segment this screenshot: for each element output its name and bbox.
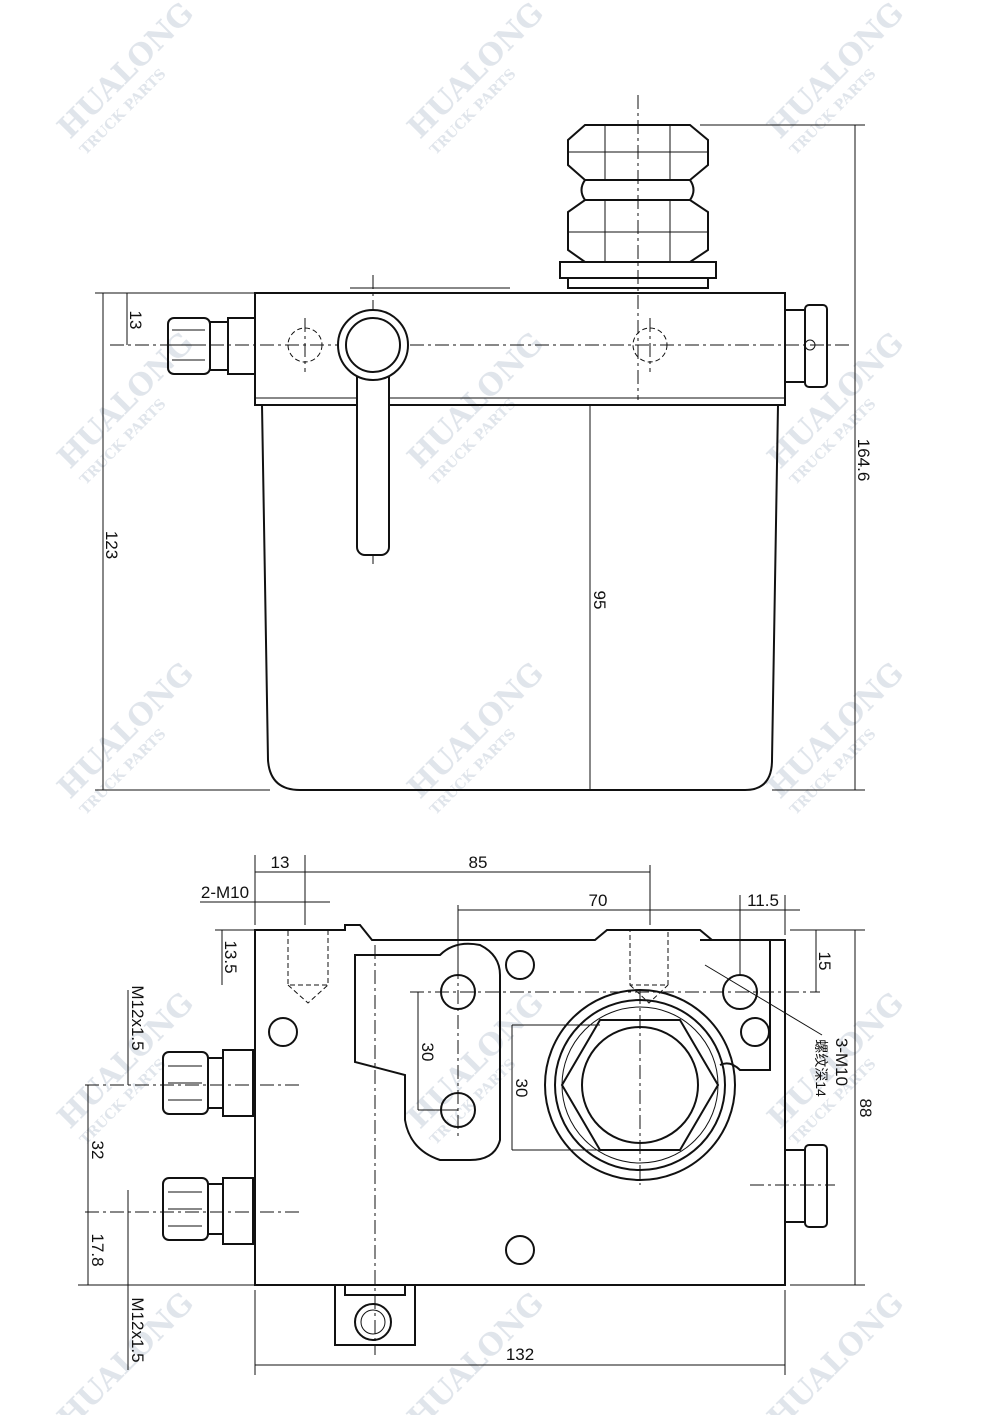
dim-left-offset: 13 bbox=[271, 853, 290, 872]
dim-inner-span: 70 bbox=[589, 891, 608, 910]
watermark-brand: HUALONG bbox=[761, 326, 911, 476]
dim-thread-label: 2-M10 bbox=[201, 883, 249, 902]
port-upper bbox=[162, 1049, 254, 1117]
dim-width: 132 bbox=[506, 1345, 534, 1364]
watermark-brand: HUALONG bbox=[51, 326, 201, 476]
top-dimensions: 13 123 95 164.6 bbox=[95, 124, 873, 791]
right-plug bbox=[784, 1144, 828, 1228]
dim-reservoir-height: 95 bbox=[590, 591, 609, 610]
dim-thread-depth: 13.5 bbox=[221, 940, 240, 973]
dim-top-offset: 15 bbox=[815, 952, 834, 971]
left-fitting bbox=[167, 317, 256, 375]
watermark-brand: HUALONG bbox=[401, 656, 551, 806]
watermark-brand: HUALONG bbox=[761, 0, 911, 146]
dim-port-spacing: 32 bbox=[88, 1141, 107, 1160]
dim-right-offset: 11.5 bbox=[747, 891, 779, 910]
watermark-brand: HUALONG bbox=[401, 326, 551, 476]
dim-hex-pitch: 30 bbox=[512, 1079, 531, 1098]
dim-total-height: 164.6 bbox=[854, 439, 873, 482]
dim-hole-pitch: 30 bbox=[418, 1043, 437, 1062]
dim-body-height: 123 bbox=[102, 531, 121, 559]
dim-fitting-offset: 13 bbox=[126, 311, 145, 330]
dim-hole-span: 85 bbox=[469, 853, 488, 872]
bottom-dimensions: 13 85 2-M10 70 11.5 13.5 15 M12x1.5 M12x… bbox=[78, 853, 875, 1375]
dim-depth: 88 bbox=[856, 1099, 875, 1118]
dim-port-upper: M12x1.5 bbox=[128, 985, 147, 1050]
watermark-brand: HUALONG bbox=[51, 656, 201, 806]
valve-block-outline bbox=[254, 924, 786, 1286]
bottom-view: 13 85 2-M10 70 11.5 13.5 15 M12x1.5 M12x… bbox=[78, 853, 875, 1375]
pump-lever bbox=[337, 309, 409, 556]
port-lower bbox=[162, 1177, 254, 1245]
right-fitting bbox=[784, 304, 828, 388]
watermark-brand: HUALONG bbox=[51, 0, 201, 146]
dim-thread-note: 螺纹深14 bbox=[813, 1039, 829, 1097]
watermark-brand: HUALONG bbox=[761, 1286, 911, 1415]
dim-port-bottom: 17.8 bbox=[88, 1233, 107, 1266]
reservoir bbox=[261, 404, 779, 791]
dim-thread-label-right: 3-M10 bbox=[832, 1038, 851, 1086]
watermark-brand: HUALONG bbox=[761, 656, 911, 806]
top-view: 13 123 95 164.6 bbox=[95, 95, 873, 791]
watermark-brand: HUALONG bbox=[51, 1286, 201, 1415]
dim-port-lower: M12x1.5 bbox=[128, 1297, 147, 1362]
watermark-brand: HUALONG bbox=[401, 0, 551, 146]
